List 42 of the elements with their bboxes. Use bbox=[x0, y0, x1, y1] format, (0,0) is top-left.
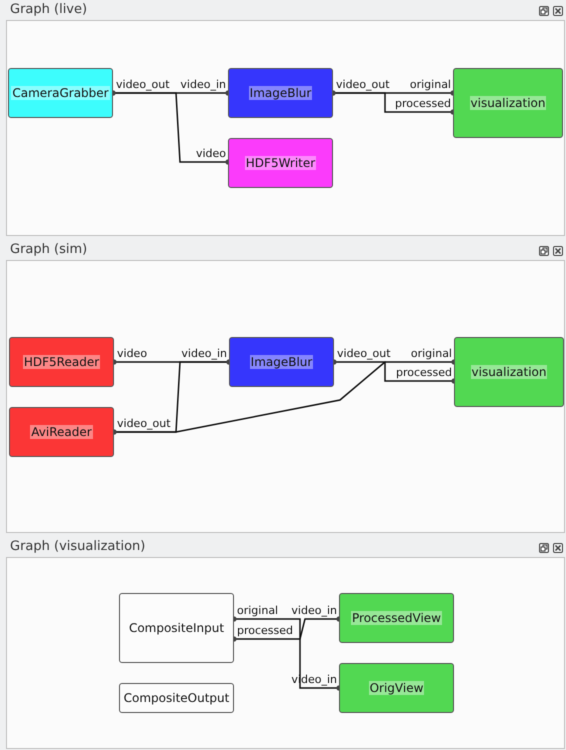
node-label: visualization bbox=[470, 96, 546, 110]
node-box bbox=[228, 68, 333, 118]
node-label: visualization bbox=[470, 365, 548, 379]
node-box bbox=[453, 68, 563, 138]
node-box bbox=[229, 337, 334, 387]
port-label: video bbox=[117, 347, 148, 361]
node-box bbox=[9, 407, 114, 457]
node-label: ImageBlur bbox=[250, 355, 314, 369]
port-label: video_in bbox=[291, 604, 337, 618]
port-label: video_out bbox=[116, 78, 170, 92]
port-label: video_in bbox=[180, 78, 226, 92]
node-box bbox=[8, 68, 113, 118]
port-label: processed bbox=[237, 624, 294, 638]
node-label: ProcessedView bbox=[351, 611, 442, 625]
node-label: AviReader bbox=[30, 425, 93, 439]
port-label: video_out bbox=[117, 417, 171, 431]
port-label: original bbox=[410, 347, 452, 361]
node-box bbox=[228, 138, 333, 188]
port-label: original bbox=[237, 604, 278, 618]
node-label: OrigView bbox=[368, 681, 424, 695]
panel-title: Graph (sim) bbox=[10, 242, 88, 257]
panel-title: Graph (live) bbox=[10, 2, 88, 17]
node-box bbox=[339, 593, 454, 643]
node-label: CompositeOutput bbox=[122, 691, 230, 705]
node-box bbox=[339, 663, 454, 713]
node-label: HDF5Writer bbox=[244, 156, 316, 170]
port-label: original bbox=[410, 78, 451, 92]
node-box bbox=[9, 337, 114, 387]
port-label: video_in bbox=[181, 347, 227, 361]
port-label: processed bbox=[396, 366, 452, 380]
port-label: video_out bbox=[337, 347, 391, 361]
node-label: ImageBlur bbox=[248, 86, 312, 100]
node-box bbox=[119, 593, 234, 663]
panel-title: Graph (visualization) bbox=[10, 539, 146, 554]
port-label: video bbox=[196, 147, 226, 161]
node-label: CompositeInput bbox=[128, 621, 226, 635]
port-label: processed bbox=[394, 97, 451, 111]
node-label: HDF5Reader bbox=[22, 355, 100, 369]
port-label: video_out bbox=[336, 78, 390, 92]
node-label: CameraGrabber bbox=[11, 86, 110, 100]
node-box bbox=[119, 683, 234, 713]
node-box bbox=[454, 337, 564, 407]
